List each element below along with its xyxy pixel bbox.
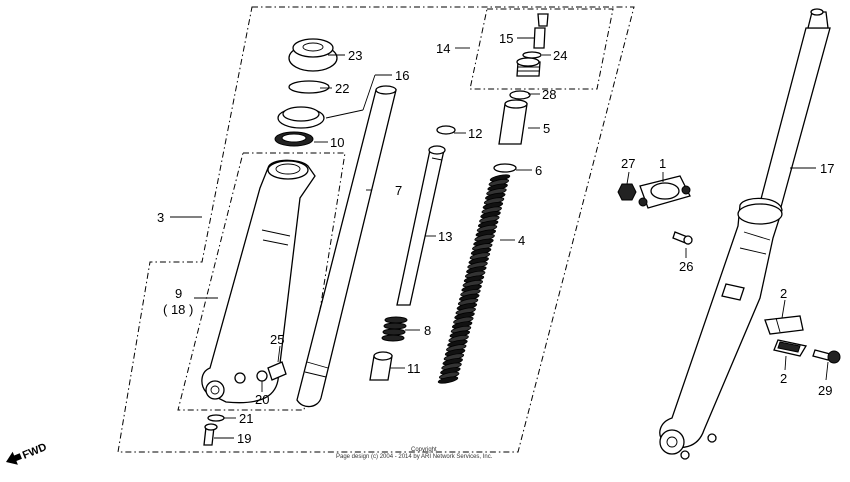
fork-bolt-part (516, 13, 549, 77)
fork-pipe-part (296, 85, 397, 408)
callout-11: 11 (407, 361, 421, 376)
spring-coil (437, 376, 459, 384)
callout-4: 4 (518, 233, 525, 248)
clamp-bolt-part (672, 231, 693, 245)
callout-21: 21 (239, 411, 253, 426)
main-assembly-boundary (117, 6, 635, 453)
stopper-ring-part (288, 80, 330, 94)
drain-bolt-part (256, 361, 287, 382)
socket-bolt-part (203, 423, 218, 446)
washer-part (493, 163, 517, 173)
callout-1: 1 (659, 156, 666, 171)
fork-spring-part (437, 174, 511, 384)
seal-group-bracket (362, 74, 392, 111)
callout-18: ( 18 ) (163, 302, 193, 317)
dust-seal-part (288, 38, 338, 72)
copyright-text: Page design (c) 2004 - 2014 by ARI Netwo… (336, 454, 493, 460)
callout-7: 7 (395, 183, 402, 198)
oil-seal-part (277, 106, 325, 129)
callout-8: 8 (424, 323, 431, 338)
callout-2-upper: 2 (780, 286, 787, 301)
callout-15: 15 (499, 31, 513, 46)
clamp-part (638, 175, 691, 209)
callout-14: 14 (436, 41, 450, 56)
forward-direction-indicator: FWD (6, 441, 49, 465)
callout-3: 3 (157, 210, 164, 225)
callout-10: 10 (330, 135, 344, 150)
slider-assembly-boundary (177, 152, 346, 411)
callout-20: 20 (255, 392, 269, 407)
callout-5: 5 (543, 121, 550, 136)
callout-16: 16 (395, 68, 409, 83)
assembled-fork-part (659, 8, 831, 460)
callout-24: 24 (553, 48, 567, 63)
guide-bolt-part (812, 349, 841, 364)
callout-13: 13 (438, 229, 452, 244)
fwd-label: FWD (21, 441, 49, 462)
callout-29: 29 (818, 383, 832, 398)
nut-part (617, 183, 637, 201)
callout-28: 28 (542, 87, 556, 102)
callout-19: 19 (237, 431, 251, 446)
callout-12: 12 (468, 126, 482, 141)
fork-slider-part (201, 159, 316, 404)
leader-lines (170, 37, 829, 439)
sealing-washer-part (207, 414, 225, 422)
callout-6: 6 (535, 163, 542, 178)
callout-22: 22 (335, 81, 349, 96)
bolt-assembly-boundary (469, 8, 614, 90)
copyright-title: Copyright (411, 447, 437, 453)
oil-lock-piece-part (369, 351, 393, 381)
spacer-part (498, 99, 528, 145)
damper-rod-part (396, 145, 446, 306)
callout-17: 17 (820, 161, 834, 176)
spring-seat-part (509, 90, 531, 100)
callout-26: 26 (679, 259, 693, 274)
rebound-spring-part (381, 316, 408, 342)
callout-27: 27 (621, 156, 635, 171)
backup-ring-part (274, 131, 314, 147)
callout-2-lower: 2 (780, 371, 787, 386)
hose-guide-lower-part (773, 339, 808, 357)
callout-23: 23 (348, 48, 362, 63)
hose-guide-upper-part (764, 315, 804, 335)
callout-9: 9 (175, 286, 182, 301)
piston-ring-part (436, 125, 456, 135)
callout-25: 25 (270, 332, 284, 347)
